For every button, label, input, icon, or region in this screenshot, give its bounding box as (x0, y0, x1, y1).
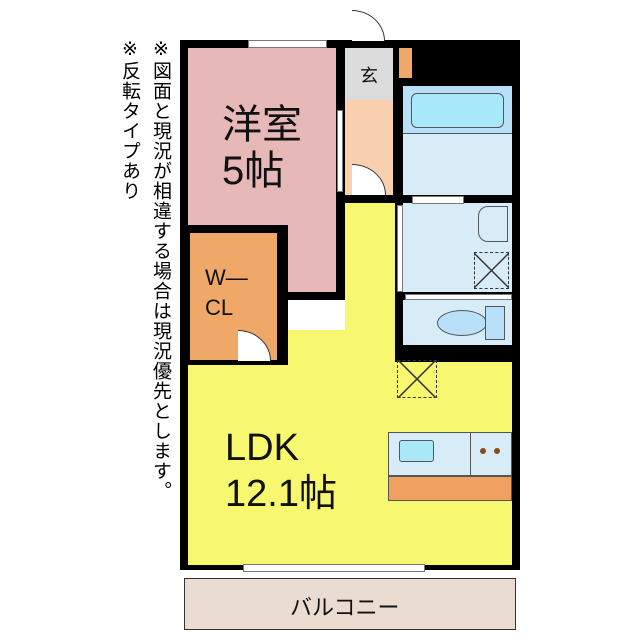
ldk-name: LDK (225, 427, 299, 469)
storage-gap (286, 300, 345, 330)
ldk-label: LDK 12.1帖 (225, 425, 337, 517)
reverse-type-note: ※反転タイプあり (119, 38, 141, 201)
ldk-upper (345, 203, 395, 365)
window (248, 40, 327, 48)
stove-burner-icon (494, 448, 500, 454)
sink-icon (399, 440, 434, 462)
toilet-tank-icon (485, 306, 505, 340)
window (243, 564, 425, 572)
western-room-label: 洋室 5帖 (222, 102, 302, 194)
sliding-door (337, 110, 343, 192)
bath-door (412, 196, 464, 204)
balcony-label: バルコニー (290, 595, 400, 620)
washbasin-icon (478, 206, 508, 242)
walk-in-closet (190, 233, 277, 360)
refrigerator-space-icon (397, 360, 437, 398)
stove-burner-icon (480, 448, 486, 454)
toilet-icon (437, 310, 487, 336)
western-room-name: 洋室 (222, 103, 302, 147)
disclaimer-note: ※図面と現況が相違する場合は現況優先とします。 (150, 38, 172, 501)
kitchen-cabinet (388, 476, 512, 501)
front-door-icon (352, 10, 385, 41)
bathtub-icon (411, 93, 504, 128)
ldk-size: 12.1帖 (225, 473, 337, 515)
washing-machine-space-icon (474, 252, 509, 289)
sliding-door (397, 205, 403, 292)
entrance (345, 48, 393, 100)
closet-label-line1: W— (205, 265, 248, 290)
western-room-size: 5帖 (222, 149, 285, 193)
entrance-label: 玄 (360, 66, 378, 86)
closet-label: W— CL (205, 263, 248, 323)
sliding-door (405, 294, 512, 300)
shoe-box (399, 48, 412, 78)
counter-divider (470, 432, 471, 476)
closet-label-line2: CL (205, 295, 234, 320)
balcony (184, 578, 516, 630)
ldk-nook (286, 330, 346, 365)
